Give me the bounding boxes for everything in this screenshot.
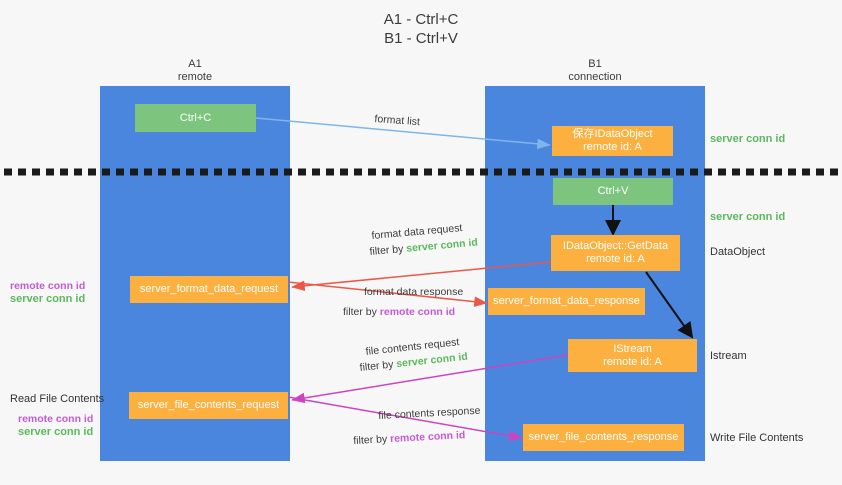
node-server-format-data-request[interactable]: server_format_data_request xyxy=(130,276,288,303)
filter-prefix-4: filter by xyxy=(353,433,391,447)
filter-prefix-1: filter by xyxy=(369,242,407,258)
node-ctrl-c[interactable]: Ctrl+C xyxy=(135,104,256,132)
node-istream[interactable]: IStream remote id: A xyxy=(568,339,697,372)
filter-key-remote-conn-id-2: remote conn id xyxy=(389,429,466,446)
annotation-read-file-contents: Read File Contents xyxy=(10,393,105,405)
annotation-server-conn-id-1: server conn id xyxy=(10,293,86,305)
filter-prefix-3: filter by xyxy=(359,358,397,374)
page-title: A1 - Ctrl+C B1 - Ctrl+V xyxy=(383,11,459,47)
node-server-file-contents-request[interactable]: server_file_contents_request xyxy=(129,392,288,419)
node-idataobject-getdata[interactable]: IDataObject::GetData remote id: A xyxy=(551,235,680,271)
annotation-istream: Istream xyxy=(710,350,747,362)
annotation-server-conn-id-top: server conn id xyxy=(710,133,786,145)
edge-label-format-list: format list xyxy=(374,112,421,129)
column-header-a1: A1 remote xyxy=(177,58,213,83)
filter-key-remote-conn-id-1: remote conn id xyxy=(379,306,456,318)
annotation-dataobject: DataObject xyxy=(710,246,766,258)
edge-label-file-contents-response: file contents response xyxy=(378,404,481,422)
node-server-format-data-response[interactable]: server_format_data_response xyxy=(488,288,645,315)
annotation-server-conn-id-mid: server conn id xyxy=(710,211,786,223)
column-header-b1: B1 connection xyxy=(568,58,622,83)
node-server-file-contents-response[interactable]: server_file_contents_response xyxy=(523,424,684,451)
annotation-write-file-contents: Write File Contents xyxy=(710,432,804,444)
annotation-server-conn-id-2: server conn id xyxy=(18,426,94,438)
annotation-remote-conn-id-1: remote conn id xyxy=(10,280,86,292)
node-save-idataobject[interactable]: 保存IDataObject remote id: A xyxy=(552,126,673,156)
edge-label-format-data-response-filter: filter by remote conn id xyxy=(343,305,455,319)
filter-prefix-2: filter by xyxy=(343,306,380,318)
annotation-remote-conn-id-2: remote conn id xyxy=(18,413,94,425)
edge-label-format-data-response: format data response xyxy=(364,286,464,298)
node-ctrl-v[interactable]: Ctrl+V xyxy=(553,178,673,205)
filter-key-server-conn-id-1: server conn id xyxy=(405,236,479,255)
edge-label-file-contents-response-filter: filter by remote conn id xyxy=(353,428,466,448)
